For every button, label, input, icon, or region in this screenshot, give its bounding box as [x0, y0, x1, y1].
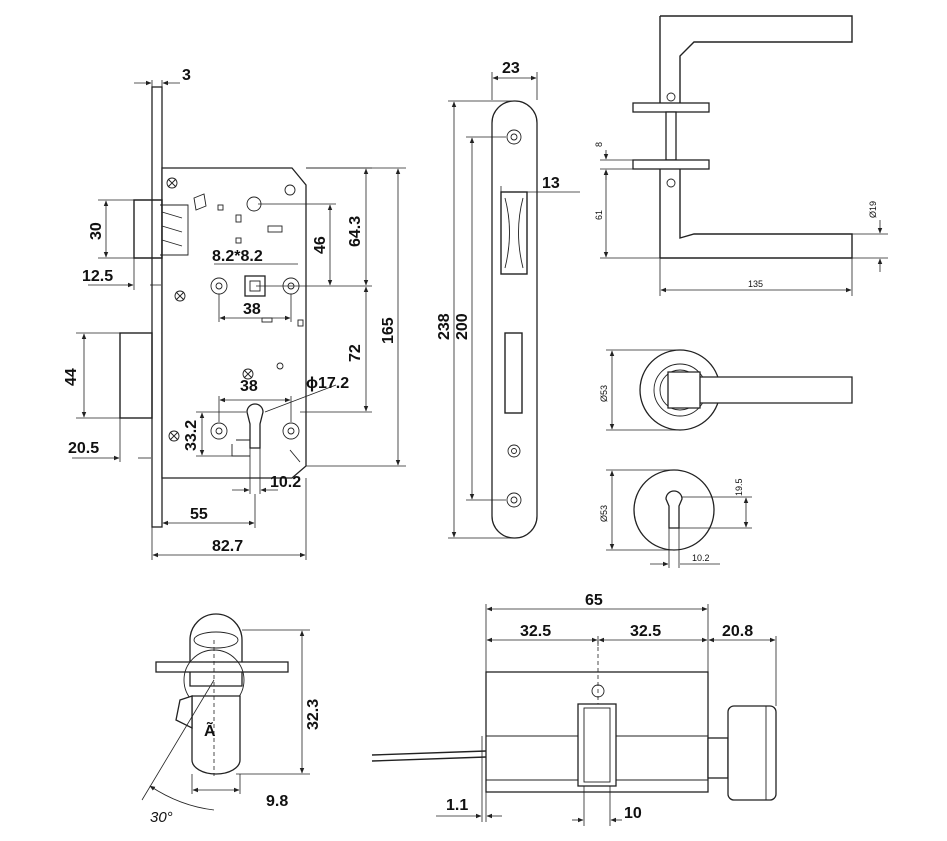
dim-13: 13 [542, 175, 560, 192]
mortise-dimensions: 3 30 12.5 44 20.5 8.2*8.2 38 46 [63, 67, 406, 560]
dim-latch-height: 30 [88, 222, 105, 240]
dim-33-2: 33.2 [183, 420, 200, 451]
dim-165: 165 [380, 317, 397, 344]
dim-32-3: 32.3 [305, 699, 322, 730]
dim-cylinder-left: 32.5 [520, 623, 551, 640]
handle-dimensions: 8 61 Ø19 135 [594, 142, 888, 296]
dim-19: Ø19 [868, 201, 878, 218]
cylinder-side-view: Ã 32.3 9.8 30° [141, 613, 322, 826]
dim-cylinder-65: 65 [585, 592, 603, 609]
dim-backset-55: 55 [190, 506, 208, 523]
cylinder-dimensions: 65 32.5 32.5 20.8 1.1 10 [436, 592, 777, 826]
dim-angle-30: 30° [150, 809, 173, 826]
faceplate-dimensions: 23 13 238 200 [436, 60, 580, 539]
dim-rose-53: Ø53 [599, 385, 609, 402]
dim-esc-10-2: 10.2 [692, 553, 710, 563]
dim-depth-82-7: 82.7 [212, 538, 243, 555]
dim-19-5: 19.5 [734, 478, 744, 496]
key-escutcheon-front: Ø53 19.5 10.2 [599, 469, 752, 568]
dim-10-2: 10.2 [270, 474, 301, 491]
dim-238: 238 [436, 313, 453, 340]
dim-knob-20-8: 20.8 [722, 623, 753, 640]
dim-64-3: 64.3 [347, 216, 364, 247]
dim-46: 46 [312, 236, 329, 254]
dim-latch-projection: 12.5 [82, 268, 113, 285]
dim-10: 10 [624, 805, 642, 822]
mortise-lock-body [119, 86, 307, 528]
dim-bolt-height: 44 [63, 368, 80, 386]
dim-8: 8 [594, 142, 604, 147]
faceplate-front [491, 100, 538, 539]
dim-square-spindle: 8.2*8.2 [212, 248, 263, 265]
dim-hole-spacing-bottom: 38 [240, 378, 258, 395]
dim-72: 72 [347, 344, 364, 362]
dim-faceplate-thickness: 3 [182, 67, 191, 84]
dim-61: 61 [594, 210, 604, 220]
cylinder-thumbturn [371, 640, 777, 801]
dim-bolt-projection: 20.5 [68, 440, 99, 457]
dim-135: 135 [748, 279, 763, 289]
dim-faceplate-width: 23 [502, 60, 520, 77]
dim-diameter-17-2: ϕ17.2 [306, 375, 349, 392]
handle-rose-front: Ø53 [599, 349, 853, 431]
dim-cylinder-right: 32.5 [630, 623, 661, 640]
dim-9-8: 9.8 [266, 793, 288, 810]
dim-hole-spacing-top: 38 [243, 301, 261, 318]
cylinder-logo-mark: Ã [204, 720, 216, 740]
dim-1-1: 1.1 [446, 797, 468, 814]
lever-handle-side [632, 15, 853, 259]
dim-escutcheon-53: Ø53 [599, 505, 609, 522]
dim-200: 200 [454, 313, 471, 340]
